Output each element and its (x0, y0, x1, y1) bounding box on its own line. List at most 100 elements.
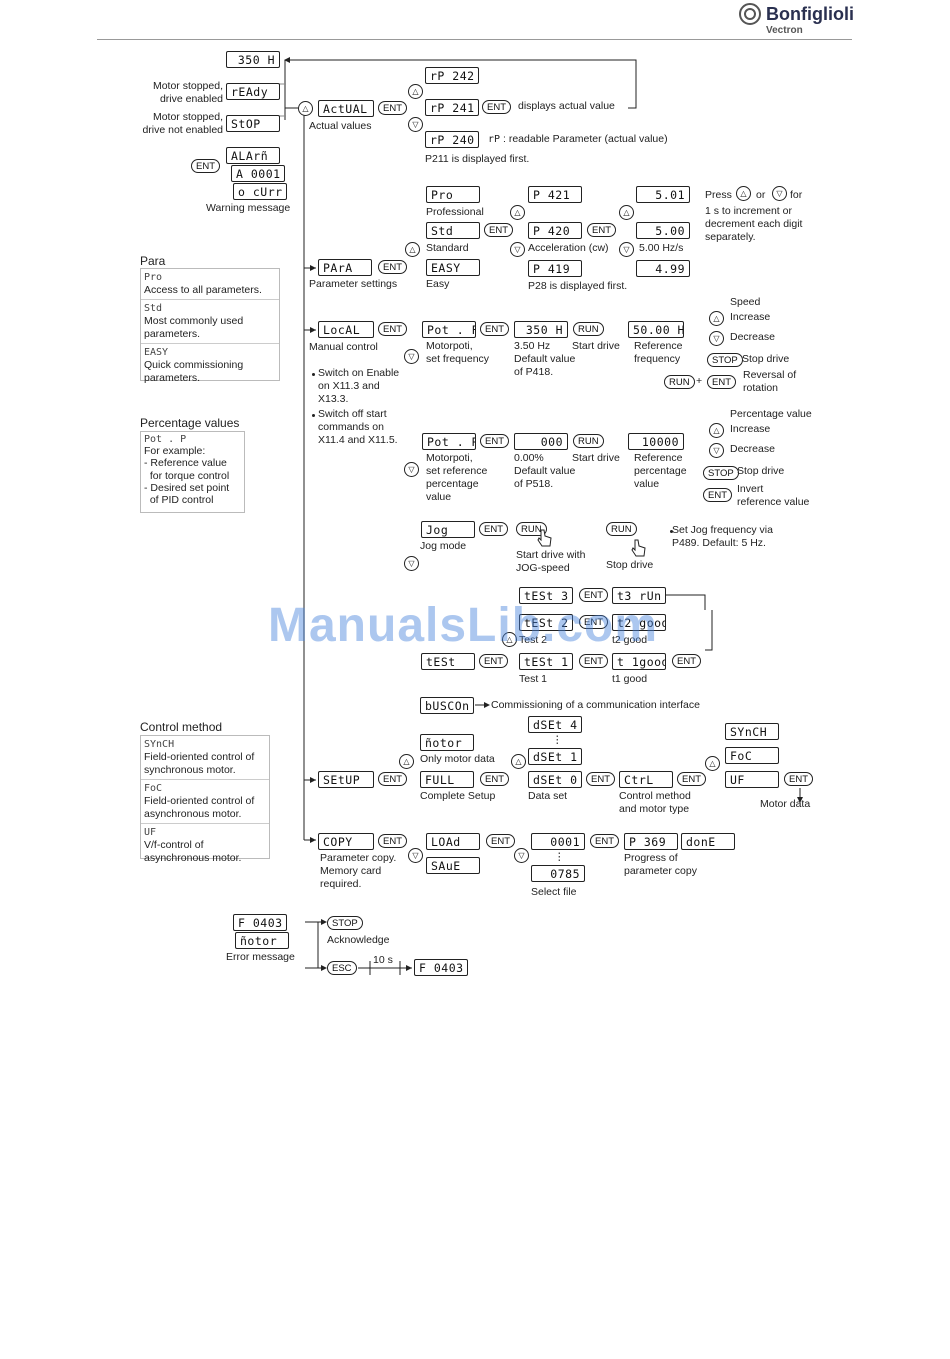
ent-button[interactable]: ENT (378, 260, 407, 274)
ent-button[interactable]: ENT (378, 834, 407, 848)
hand-pointer-icon (631, 539, 646, 557)
jog-stop-label: Stop drive (606, 559, 654, 571)
display-p419: P 419 (528, 260, 582, 277)
display-test1: tESt 1 (519, 653, 573, 670)
ent-button[interactable]: ENT (480, 434, 509, 448)
ent-button[interactable]: ENT (191, 159, 220, 173)
down-arrow-icon[interactable]: ▽ (514, 848, 529, 863)
display-uf: UF (725, 771, 779, 788)
increase-label: Increase (730, 423, 771, 435)
press-for-label: for (790, 189, 803, 201)
up-arrow-icon[interactable]: △ (709, 423, 724, 438)
ent-button[interactable]: ENT (479, 522, 508, 536)
acknowledge-label: Acknowledge (327, 934, 390, 946)
ref-freq-label: Reference frequency (634, 340, 683, 365)
manual-control-label: Manual control (309, 341, 378, 353)
up-arrow-icon[interactable]: △ (502, 632, 517, 647)
ent-button[interactable]: ENT (378, 772, 407, 786)
ent-button[interactable]: ENT (587, 223, 616, 237)
ent-button[interactable]: ENT (590, 834, 619, 848)
ent-button[interactable]: ENT (707, 375, 736, 389)
up-arrow-icon[interactable]: △ (298, 101, 313, 116)
reversal-label: Reversal of rotation (743, 369, 797, 394)
increase-label: Increase (730, 311, 771, 323)
ent-button[interactable]: ENT (378, 322, 407, 336)
display-t2good: t2 good (612, 614, 666, 631)
run-button[interactable]: RUN (606, 522, 637, 536)
ent-button[interactable]: ENT (672, 654, 701, 668)
display-synch: SYnCH (725, 723, 779, 740)
ent-button[interactable]: ENT (482, 100, 511, 114)
ent-button[interactable]: ENT (784, 772, 813, 786)
down-arrow-icon[interactable]: ▽ (404, 556, 419, 571)
display-p369: P 369 (624, 833, 678, 850)
up-arrow-icon[interactable]: △ (399, 754, 414, 769)
stop-button[interactable]: STOP (703, 466, 739, 480)
display-t1good: t 1good (612, 653, 666, 670)
ent-button[interactable]: ENT (484, 223, 513, 237)
ent-button[interactable]: ENT (703, 488, 732, 502)
header-rule (97, 39, 852, 40)
display-potif: Pot . F (422, 321, 476, 338)
ent-button[interactable]: ENT (378, 101, 407, 115)
up-arrow-icon[interactable]: △ (709, 311, 724, 326)
up-arrow-icon[interactable]: △ (619, 205, 634, 220)
run-button[interactable]: RUN (573, 434, 604, 448)
down-arrow-icon[interactable]: ▽ (709, 443, 724, 458)
logo-icon (739, 3, 761, 25)
dots: ⋮ (554, 851, 565, 863)
esc-button[interactable]: ESC (327, 961, 357, 975)
standard-label: Standard (426, 242, 469, 254)
down-arrow-icon[interactable]: ▽ (404, 462, 419, 477)
ent-button[interactable]: ENT (486, 834, 515, 848)
down-arrow-icon[interactable]: ▽ (510, 242, 525, 257)
run-button[interactable]: RUN (573, 322, 604, 336)
error-message-label: Error message (226, 951, 295, 963)
up-arrow-icon[interactable]: △ (408, 84, 423, 99)
display-local: LocAL (318, 321, 374, 338)
ent-button[interactable]: ENT (677, 772, 706, 786)
watermark: ManualsLib.com (268, 599, 659, 652)
ent-button[interactable]: ENT (579, 615, 608, 629)
run-button[interactable]: RUN (516, 522, 547, 536)
stop-button[interactable]: STOP (707, 353, 743, 367)
display-500: 5.00 (636, 222, 690, 239)
run-button[interactable]: RUN (664, 375, 695, 389)
t2good-label: t2 good (612, 634, 648, 646)
ent-button[interactable]: ENT (479, 654, 508, 668)
ent-button[interactable]: ENT (579, 654, 608, 668)
display-jog: Jog (421, 521, 475, 538)
t1good-label: t1 good (612, 673, 648, 685)
display-501: 5.01 (636, 186, 690, 203)
stop-button[interactable]: STOP (327, 916, 363, 930)
up-arrow-icon[interactable]: △ (511, 754, 526, 769)
bullet-dot (670, 530, 673, 533)
down-arrow-icon[interactable]: ▽ (408, 848, 423, 863)
display-easy: EASY (426, 259, 480, 276)
ent-button[interactable]: ENT (586, 772, 615, 786)
pct-ref-label: Reference percentage value (634, 452, 687, 490)
up-arrow-icon[interactable]: △ (405, 242, 420, 257)
up-arrow-icon[interactable]: △ (736, 186, 751, 201)
down-arrow-icon[interactable]: ▽ (709, 331, 724, 346)
ent-button[interactable]: ENT (480, 772, 509, 786)
sidebar-pct-box: Pot . P For example: - Reference value f… (140, 431, 245, 513)
jog-mode-label: Jog mode (420, 540, 467, 552)
only-motor-label: Only motor data (420, 753, 495, 765)
down-arrow-icon[interactable]: ▽ (772, 186, 787, 201)
down-arrow-icon[interactable]: ▽ (408, 117, 423, 132)
up-arrow-icon[interactable]: △ (510, 205, 525, 220)
warning-message-label: Warning message (206, 202, 291, 214)
down-arrow-icon[interactable]: ▽ (619, 242, 634, 257)
display-actual: ActUAL (318, 100, 374, 117)
down-arrow-icon[interactable]: ▽ (404, 349, 419, 364)
display-alarm-code: A 0001 (231, 165, 285, 182)
up-arrow-icon[interactable]: △ (705, 756, 720, 771)
display-freq: 350 H (226, 51, 280, 68)
ent-button[interactable]: ENT (579, 588, 608, 602)
motor-stopped-enabled-label: Motor stopped, drive enabled (152, 80, 223, 105)
ent-button[interactable]: ENT (480, 322, 509, 336)
